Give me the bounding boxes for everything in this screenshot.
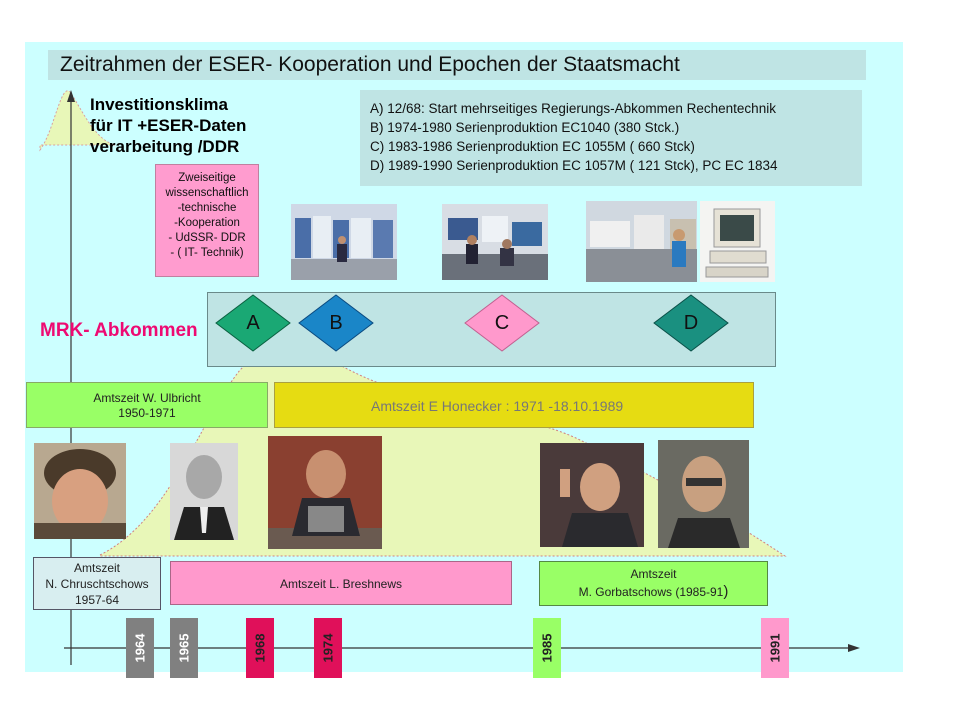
term-ulbricht-name: Amtszeit W. Ulbricht [93,391,201,405]
invest-line-3: verarbeitung /DDR [90,137,240,156]
term-ulbricht: Amtszeit W. Ulbricht 1950-1971 [26,382,268,428]
page-title: Zeitrahmen der ESER- Kooperation und Epo… [48,50,866,80]
investment-climate-label: Investitionsklima für IT +ESER-Daten ver… [90,94,246,157]
portrait-gorbatschow [540,443,644,547]
cooperation-line: - ( IT- Technik) [170,247,244,259]
milestone-c-label: C [494,312,510,334]
year-label: 1985 [539,633,555,663]
term-gorbatschow-paren: ) [723,583,729,600]
year-marker-1964: 1964 [126,618,154,678]
portrait-breschnew [268,436,382,549]
y-axis-arrow [67,90,75,102]
photo-pc-ec1834 [700,201,775,282]
term-breschnew: Amtszeit L. Breshnews [170,561,512,605]
term-ulbricht-years: 1950-1971 [118,406,176,420]
photo-computer-operators [586,201,697,282]
cooperation-line: -Kooperation [174,217,240,229]
legend-item-c: C) 1983-1986 Serienproduktion EC 1055M (… [370,139,695,154]
mrk-agreement-label: MRK- Abkommen [40,320,198,341]
cooperation-line: - UdSSR- DDR [168,232,246,244]
year-label: 1974 [320,633,336,663]
year-marker-1968: 1968 [246,618,274,678]
cooperation-line: -technische [177,202,237,214]
term-chruschtschow: Amtszeit N. Chruschtschows 1957-64 [33,557,161,610]
term-chruschtschow-title: Amtszeit [73,561,120,575]
year-label: 1964 [132,633,148,663]
milestone-a: A [215,294,291,352]
year-marker-1965: 1965 [170,618,198,678]
term-gorbatschow: Amtszeit M. Gorbatschows (1985-91) [539,561,768,606]
year-label: 1991 [767,633,783,663]
legend-item-b: B) 1974-1980 Serienproduktion EC1040 (38… [370,120,680,135]
milestone-b-label: B [329,312,343,334]
milestone-c: C [464,294,540,352]
photo-computer-room-2 [442,204,548,280]
portrait-honecker [658,440,749,548]
milestone-d-label: D [683,312,699,334]
milestone-d: D [653,294,729,352]
milestone-a-label: A [246,312,260,334]
term-honecker: Amtszeit E Honecker : 1971 -18.10.1989 [274,382,754,428]
year-marker-1991: 1991 [761,618,789,678]
legend-item-a: A) 12/68: Start mehrseitiges Regierungs-… [370,101,776,116]
cooperation-note: Zweiseitige wissenschaftlich -technische… [155,164,259,277]
invest-line-1: Investitionsklima [90,95,228,114]
portrait-chruschtschow [34,443,126,539]
cooperation-line: Zweiseitige [178,172,236,184]
cooperation-line: wissenschaftlich [165,187,249,199]
x-axis-arrow [848,644,860,652]
invest-line-2: für IT +ESER-Daten [90,116,247,135]
milestone-legend: A) 12/68: Start mehrseitiges Regierungs-… [360,90,862,186]
legend-item-d: D) 1989-1990 Serienproduktion EC 1057M (… [370,158,778,173]
term-chruschtschow-years: 1957-64 [74,593,120,607]
term-chruschtschow-name: N. Chruschtschows [45,577,149,591]
milestone-b: B [298,294,374,352]
term-gorbatschow-title: Amtszeit [630,567,677,581]
year-marker-1985: 1985 [533,618,561,678]
term-gorbatschow-name: M. Gorbatschows (1985-91 [578,585,724,599]
year-label: 1965 [176,633,192,663]
photo-computer-room-1 [291,204,397,280]
year-marker-1974: 1974 [314,618,342,678]
term-gorbatschow-name-line: M. Gorbatschows (1985-91) [540,583,767,601]
year-label: 1968 [252,633,268,663]
portrait-ulbricht [170,443,238,540]
